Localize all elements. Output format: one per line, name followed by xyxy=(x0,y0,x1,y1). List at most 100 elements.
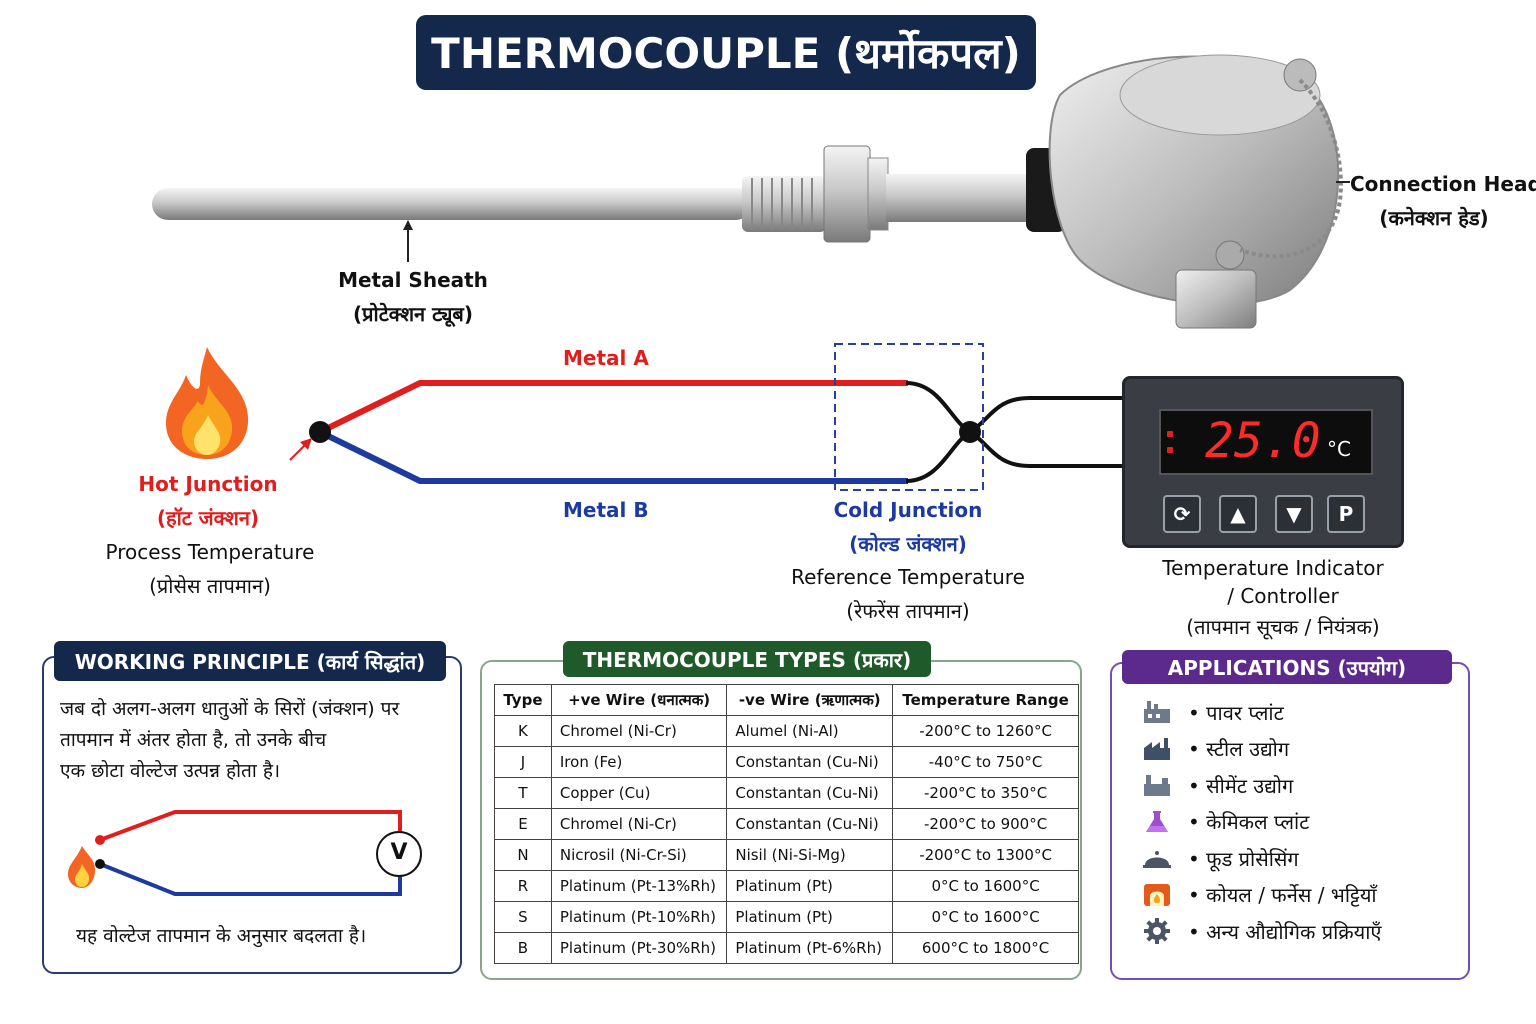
page-title: THERMOCOUPLE (थर्मोकपल) xyxy=(416,15,1036,90)
thermocouple-circuit-diagram xyxy=(289,343,1125,491)
wire-cell: Constantan (Cu-Ni) xyxy=(726,808,894,840)
applications-heading: APPLICATIONS (उपयोग) xyxy=(1122,650,1452,684)
flask-icon xyxy=(1140,808,1174,836)
application-label: • अन्य औद्योगिक प्रक्रियाएँ xyxy=(1188,919,1382,944)
wire-cell: Iron (Fe) xyxy=(550,746,728,778)
cycle-button[interactable]: ⟳ xyxy=(1163,495,1201,533)
connection-head-label: Connection Head xyxy=(1350,172,1536,196)
range-cell: -200°C to 1260°C xyxy=(892,715,1079,747)
application-label: • पावर प्लांट xyxy=(1188,700,1284,725)
list-item: • पावर प्लांट xyxy=(1140,694,1460,731)
display-unit: °C xyxy=(1327,437,1351,461)
metal-b-wire xyxy=(318,429,908,484)
working-principle-panel xyxy=(42,656,462,974)
table-header-row: Type +ve Wire (धनात्मक) -ve Wire (ऋणात्म… xyxy=(494,684,1079,716)
voltmeter-symbol: V xyxy=(390,840,408,865)
indicator-label-line2: / Controller xyxy=(1227,584,1339,608)
type-cell: B xyxy=(494,932,552,964)
chain xyxy=(1239,78,1343,259)
principle-footer: यह वोल्टेज तापमान के अनुसार बदलता है। xyxy=(76,925,367,947)
type-cell: J xyxy=(494,746,552,778)
extension-tube xyxy=(886,174,1036,222)
list-item: • केमिकल प्लांट xyxy=(1140,804,1460,841)
range-cell: -40°C to 750°C xyxy=(892,746,1079,778)
cold-junction-box xyxy=(834,343,984,491)
wire-cell: Nisil (Ni-Si-Mg) xyxy=(726,839,894,871)
application-label: • कोयल / फर्नेस / भट्टियाँ xyxy=(1188,883,1377,908)
column-header: Temperature Range xyxy=(892,684,1079,716)
led-display: 25.0 °C xyxy=(1159,409,1373,475)
food-cloche-icon xyxy=(1140,844,1174,872)
range-cell: 0°C to 1600°C xyxy=(892,870,1079,902)
application-label: • स्टील उद्योग xyxy=(1188,737,1290,762)
reference-temperature-label-hindi: (रेफरेंस तापमान) xyxy=(846,599,970,623)
range-cell: -200°C to 350°C xyxy=(892,777,1079,809)
types-heading: THERMOCOUPLE TYPES (प्रकार) xyxy=(563,641,931,677)
applications-list: • पावर प्लांट • स्टील उद्योग • सीमेंट उद्य… xyxy=(1140,694,1460,950)
wire-cell: Platinum (Pt-6%Rh) xyxy=(726,932,894,964)
type-cell: N xyxy=(494,839,552,871)
wire-cell: Alumel (Ni-Al) xyxy=(726,715,894,747)
type-cell: S xyxy=(494,901,552,933)
wire-cell: Platinum (Pt-10%Rh) xyxy=(550,901,728,933)
type-cell: E xyxy=(494,808,552,840)
list-item: • सीमेंट उद्योग xyxy=(1140,767,1460,804)
wire-cell: Platinum (Pt) xyxy=(726,901,894,933)
metal-a-label: Metal A xyxy=(563,346,649,370)
principle-circuit-diagram xyxy=(68,810,422,896)
steel-factory-icon xyxy=(1140,735,1174,763)
hot-junction-label: Hot Junction xyxy=(138,472,278,496)
cold-junction-label-hindi: (कोल्ड जंक्शन) xyxy=(849,532,967,556)
metal-b-label: Metal B xyxy=(563,498,649,522)
program-button[interactable]: P xyxy=(1327,495,1365,533)
metal-sheath-label: Metal Sheath xyxy=(338,268,488,292)
type-cell: R xyxy=(494,870,552,902)
wire-cell: Nicrosil (Ni-Cr-Si) xyxy=(550,839,728,871)
wire-cell: Constantan (Cu-Ni) xyxy=(726,777,894,809)
metal-sheath xyxy=(152,188,752,220)
range-cell: -200°C to 900°C xyxy=(892,808,1079,840)
down-button[interactable]: ▼ xyxy=(1275,495,1313,533)
process-temperature-label-hindi: (प्रोसेस तापमान) xyxy=(149,574,271,598)
principle-line: तापमान में अंतर होता है, तो उनके बीच xyxy=(60,729,327,751)
wire-cell: Platinum (Pt-13%Rh) xyxy=(550,870,728,902)
list-item: • अन्य औद्योगिक प्रक्रियाएँ xyxy=(1140,913,1460,950)
hot-junction-dot xyxy=(309,421,331,443)
flame-icon xyxy=(166,347,249,459)
temperature-indicator: 25.0 °C ⟳ ▲ ▼ P xyxy=(1122,376,1404,548)
process-temperature-label: Process Temperature xyxy=(105,540,315,564)
list-item: • कोयल / फर्नेस / भट्टियाँ xyxy=(1140,877,1460,914)
power-plant-icon xyxy=(1140,698,1174,726)
column-header: -ve Wire (ऋणात्मक) xyxy=(726,684,894,716)
indicator-label-hindi: (तापमान सूचक / नियंत्रक) xyxy=(1186,615,1380,639)
list-item: • स्टील उद्योग xyxy=(1140,731,1460,768)
display-value: 25.0 xyxy=(1205,413,1321,469)
principle-line: एक छोटा वोल्टेज उत्पन्न होता है। xyxy=(60,760,281,782)
working-principle-text: जब दो अलग-अलग धातुओं के सिरों (जंक्शन) प… xyxy=(60,694,399,787)
gear-icon xyxy=(1140,917,1174,945)
application-label: • केमिकल प्लांट xyxy=(1188,810,1310,835)
range-cell: 600°C to 1800°C xyxy=(892,932,1079,964)
indicator-label-line1: Temperature Indicator xyxy=(1162,556,1384,580)
furnace-icon xyxy=(1140,881,1174,909)
application-label: • फूड प्रोसेसिंग xyxy=(1188,846,1299,871)
metal-sheath-label-hindi: (प्रोटेक्शन ट्यूब) xyxy=(353,302,473,326)
reference-temperature-label: Reference Temperature xyxy=(791,565,1025,589)
cement-factory-icon xyxy=(1140,771,1174,799)
up-button[interactable]: ▲ xyxy=(1219,495,1257,533)
column-header: +ve Wire (धनात्मक) xyxy=(550,684,728,716)
threaded-fitting xyxy=(742,176,826,232)
wire-cell: Copper (Cu) xyxy=(550,777,728,809)
types-table: Type +ve Wire (धनात्मक) -ve Wire (ऋणात्म… xyxy=(494,684,1079,964)
metal-a-wire xyxy=(318,380,908,435)
working-principle-heading: WORKING PRINCIPLE (कार्य सिद्धांत) xyxy=(54,641,446,681)
type-cell: K xyxy=(494,715,552,747)
principle-line: जब दो अलग-अलग धातुओं के सिरों (जंक्शन) प… xyxy=(60,698,400,720)
list-item: • फूड प्रोसेसिंग xyxy=(1140,840,1460,877)
